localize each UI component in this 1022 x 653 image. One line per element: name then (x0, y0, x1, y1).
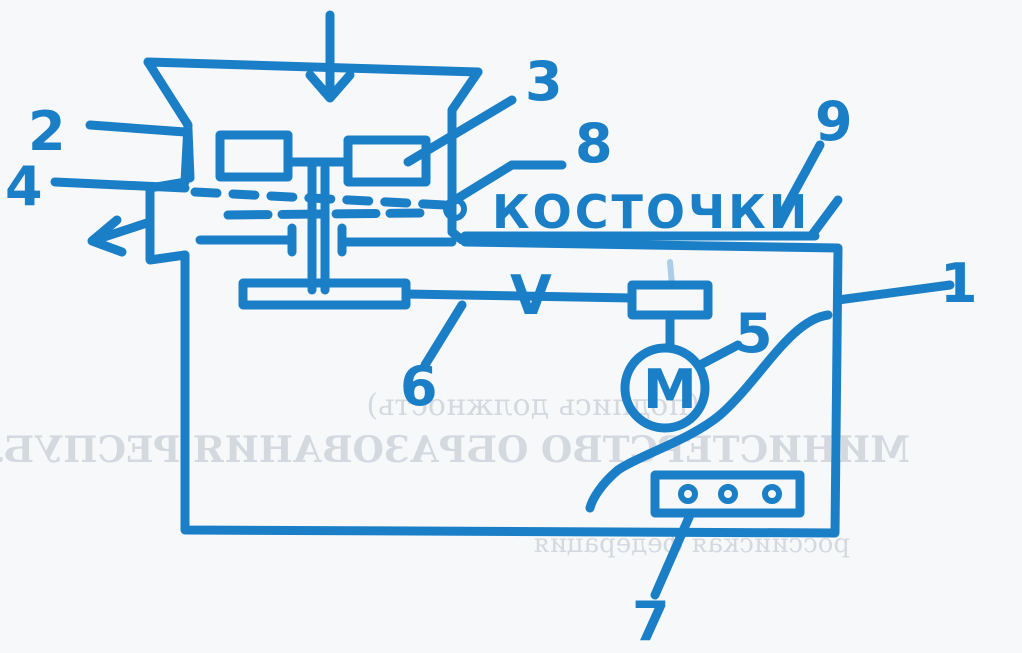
show-through-text: (подпись должность) МИНИСТЕРСТВО ОБРАЗОВ… (0, 388, 910, 559)
control-button-1 (678, 484, 698, 504)
control-button-2 (718, 484, 738, 504)
hopper-outline (143, 57, 193, 265)
cutaway-curve (585, 310, 833, 513)
sieve-dashed-line (190, 187, 450, 210)
part-label-1: 1 (940, 252, 978, 315)
part-label-6: 6 (400, 355, 438, 418)
belt-v-label: V (510, 264, 552, 327)
show-through-line-2: МИНИСТЕРСТВО ОБРАЗОВАНИЯ РЕСПУБЛИКИ (0, 429, 910, 471)
leader-2 (85, 120, 190, 137)
leader-6 (420, 300, 467, 370)
roller-left (215, 130, 293, 182)
part-label-2: 2 (28, 100, 66, 163)
leader-9 (773, 140, 825, 227)
leader-7 (650, 510, 695, 600)
part-label-7: 7 (632, 590, 670, 649)
feed-arrow-icon (305, 10, 355, 103)
leader-3 (403, 95, 517, 167)
part-label-8: 8 (575, 112, 613, 175)
hopper-left-inner (183, 125, 195, 183)
part-label-9: 9 (815, 90, 853, 153)
part-label-3: 3 (525, 50, 563, 113)
leader-5 (695, 340, 743, 370)
leader-8 (450, 160, 567, 205)
leader-9b (807, 195, 843, 240)
motor-m-label: М (643, 358, 697, 421)
hopper-top-edge (143, 57, 483, 77)
motor-shaft-hint (667, 259, 675, 288)
control-button-3 (762, 484, 782, 504)
leader-4 (50, 177, 190, 193)
control-panel (650, 470, 805, 518)
part-label-4: 4 (5, 155, 43, 218)
leader-1 (833, 280, 955, 305)
hopper-right-wall (447, 67, 483, 245)
housing-body (180, 237, 843, 538)
pits-label: КОСТОЧКИ (492, 185, 810, 239)
belt-upper (401, 289, 637, 303)
part-label-5: 5 (735, 302, 773, 365)
discharge-arrow-icon (87, 215, 155, 257)
motor-circle (620, 343, 710, 433)
